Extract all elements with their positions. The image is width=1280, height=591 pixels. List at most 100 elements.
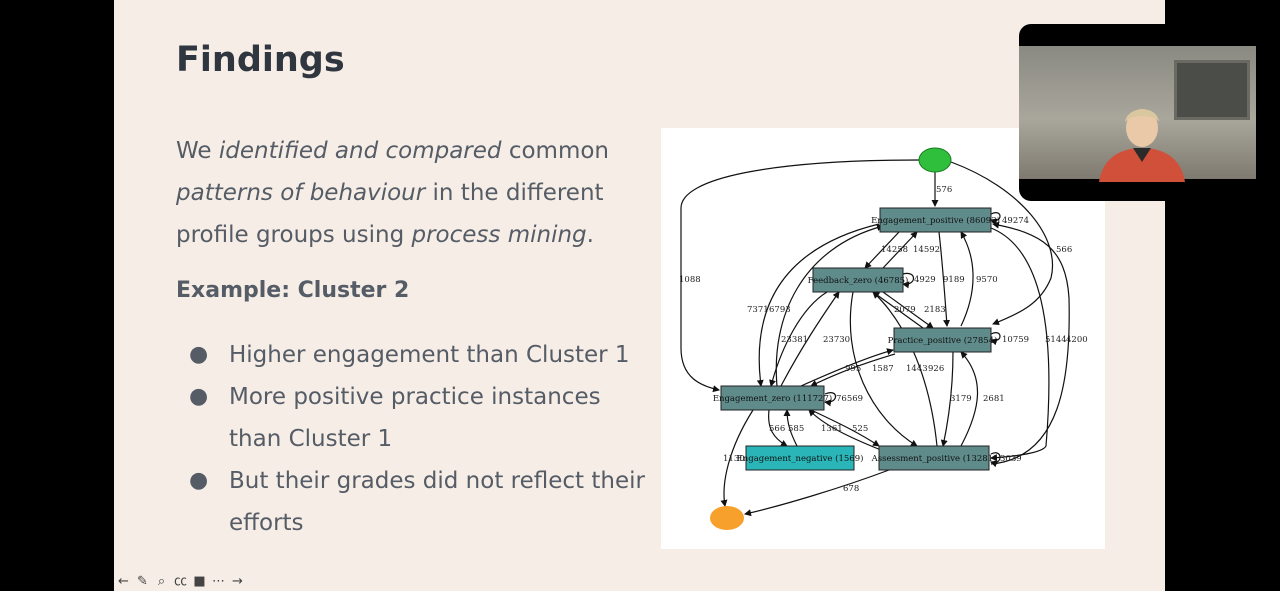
edge <box>882 291 934 329</box>
node-engagement-positive <box>879 207 992 233</box>
intro-text: in the different profile groups using <box>176 180 604 248</box>
edge-label: 926 <box>928 364 944 374</box>
node-assessment-positive-label: Assessment_positive (13281) <box>871 453 997 464</box>
edge <box>680 159 920 393</box>
intro-emphasis: patterns of behaviour <box>176 180 426 206</box>
node-engagement-positive-label: Engagement_positive (86093) <box>871 215 1000 226</box>
background-window <box>1174 60 1250 120</box>
edge-label: 6793 <box>769 305 791 315</box>
edge-label: 585 <box>788 424 804 434</box>
edge-label: 10759 <box>1002 335 1029 345</box>
node-feedback-zero <box>812 267 904 293</box>
presentation-toolbar: ← ✎ ⌕ ㏄ ■ ⋯ → <box>116 574 245 589</box>
edge <box>808 409 882 451</box>
node-assessment-positive <box>878 445 990 471</box>
node-engagement-negative <box>745 445 855 471</box>
edge-label: 4200 <box>1066 335 1088 345</box>
edge-label: 9570 <box>976 275 998 285</box>
edge <box>783 409 798 447</box>
edge <box>938 231 951 327</box>
end-node <box>710 506 744 530</box>
next-icon[interactable]: → <box>232 574 243 589</box>
node-practice-positive <box>893 327 992 353</box>
edge <box>950 161 1053 326</box>
edge <box>744 469 890 517</box>
edge <box>810 353 896 387</box>
edge-label: 525 <box>852 424 868 434</box>
edge-label: 4929 <box>914 275 936 285</box>
edge-label: 1587 <box>872 364 894 374</box>
prev-icon[interactable]: ← <box>118 574 129 589</box>
intro-emphasis: process mining <box>411 222 587 248</box>
edge-label: 3039 <box>1000 454 1022 464</box>
edge-label: 1088 <box>679 275 701 285</box>
edge-label: 2183 <box>924 305 946 315</box>
edge <box>902 272 915 289</box>
edge-label: 2681 <box>983 394 1005 404</box>
edge <box>810 409 880 447</box>
bullet-dot: ● <box>189 384 209 409</box>
speaker-video[interactable] <box>1019 24 1265 201</box>
bullet-text: More positive practice instances than Cl… <box>229 384 601 452</box>
process-map-svg: Engagement_positive (86093) Feedback_zer… <box>679 147 1088 530</box>
bullet-dot: ● <box>189 468 209 493</box>
edge <box>990 332 1001 346</box>
intro-paragraph: We identified and compared common patter… <box>176 130 616 256</box>
edge-label: 49274 <box>1002 216 1029 226</box>
edge-label: 3179 <box>950 394 972 404</box>
edge <box>849 291 918 447</box>
slide-title: Findings <box>176 40 345 80</box>
bullet-dot: ● <box>189 342 209 367</box>
edge-label: 576 <box>936 185 952 195</box>
edge <box>872 291 924 329</box>
edge <box>824 392 837 407</box>
edge-label: 9189 <box>943 275 965 285</box>
edge <box>990 227 1050 462</box>
intro-emphasis: identified and compared <box>218 138 502 164</box>
node-feedback-zero-label: Feedback_zero (46785) <box>808 275 909 286</box>
example-heading: Example: Cluster 2 <box>176 278 410 303</box>
edge <box>864 231 900 269</box>
node-engagement-negative-label: Engagement_negative (1569) <box>737 453 864 464</box>
edge <box>720 409 754 507</box>
edge-label: 5144 <box>1045 335 1067 345</box>
edge <box>940 351 954 447</box>
edge <box>768 409 788 447</box>
edge <box>960 351 979 447</box>
camera-icon[interactable]: ■ <box>193 574 206 589</box>
bullet-item: ● But their grades did not reflect their … <box>189 460 649 544</box>
edge <box>990 212 1001 226</box>
node-engagement-zero <box>720 385 825 411</box>
bullet-item: ●Higher engagement than Cluster 1 <box>189 334 649 376</box>
edge-label: 1443 <box>906 364 928 374</box>
node-practice-positive-label: Practice_positive (27854) <box>888 335 998 346</box>
captions-icon[interactable]: ㏄ <box>173 574 187 589</box>
edge-label: 566 <box>1056 245 1072 255</box>
speaker-avatar <box>1099 109 1185 182</box>
node-engagement-zero-label: Engagement_zero (111727) <box>713 393 832 404</box>
edge <box>756 223 880 387</box>
edge <box>990 452 1001 468</box>
edge-label: 1361 <box>821 424 843 434</box>
bullet-text: But their grades did not reflect their e… <box>229 468 645 536</box>
pen-icon[interactable]: ✎ <box>137 574 148 589</box>
edge-label: 678 <box>843 484 859 494</box>
process-map-diagram: Engagement_positive (86093) Feedback_zer… <box>661 128 1105 549</box>
edge-label: 23730 <box>823 335 850 345</box>
intro-text: . <box>586 222 594 248</box>
edge-label: 1130 <box>723 454 745 464</box>
edge <box>769 291 828 387</box>
edge-label: 7371 <box>747 305 769 315</box>
edge-label: 995 <box>845 364 861 374</box>
bullet-list: ●Higher engagement than Cluster 1 ● More … <box>189 334 649 544</box>
edge <box>882 231 918 269</box>
edge-label: 2079 <box>894 305 916 315</box>
edge <box>780 291 840 387</box>
intro-text: We <box>176 138 219 164</box>
slide: Findings We identified and compared comm… <box>114 0 1165 591</box>
more-icon[interactable]: ⋯ <box>212 574 225 589</box>
video-feed <box>1019 46 1256 182</box>
edge <box>775 224 884 387</box>
zoom-icon[interactable]: ⌕ <box>157 574 166 589</box>
edge <box>990 221 1070 465</box>
